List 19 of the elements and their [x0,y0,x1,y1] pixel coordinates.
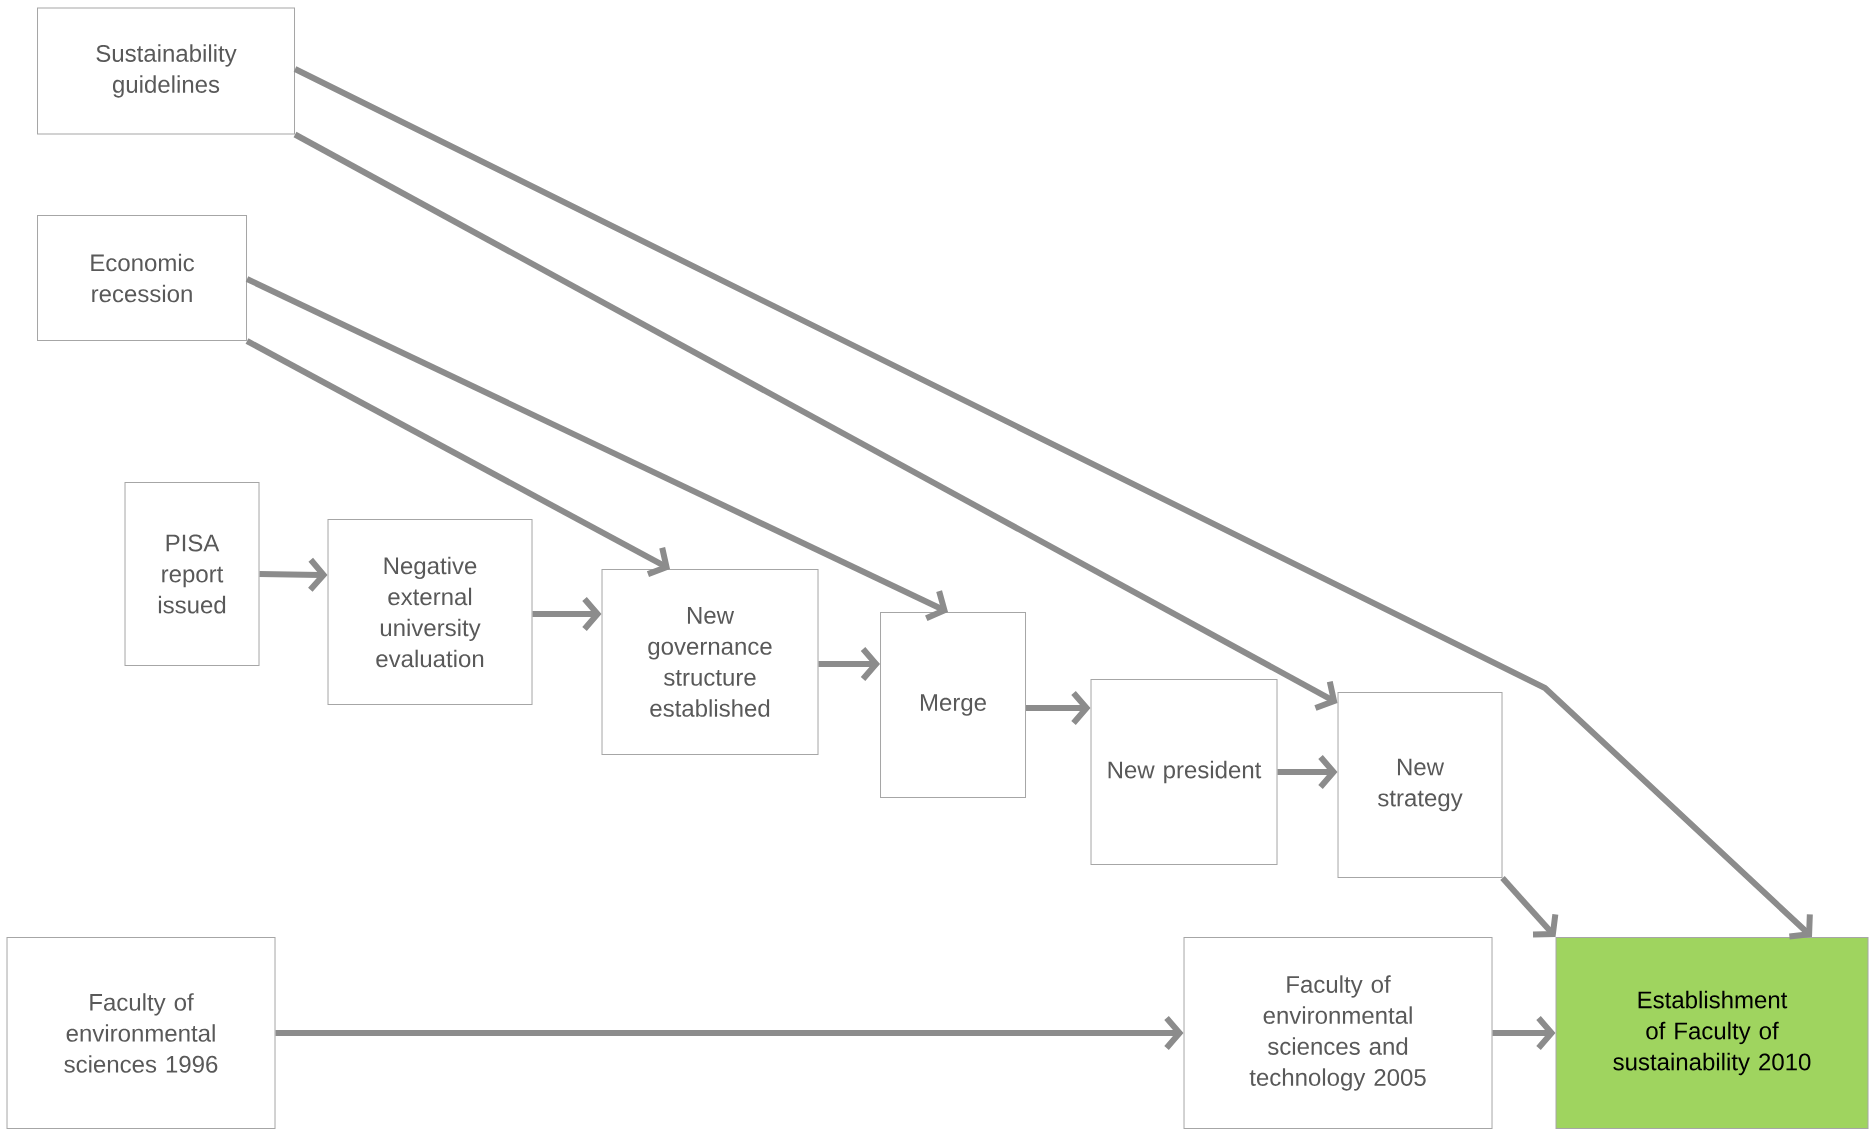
event-box: New strategy [1337,692,1503,878]
event-box: Merge [880,612,1026,798]
event-box: Faculty of environmental sciences and technology 2005 [1183,937,1493,1129]
arrow [293,131,1338,711]
arrow [293,66,1813,940]
event-box: New president [1090,679,1278,865]
arrow [275,1016,1184,1050]
arrow [245,338,670,577]
arrow [1500,876,1559,938]
event-box: Faculty of environmental sciences 1996 [6,937,276,1129]
outcome-box: Establishment of Faculty of sustainability 2010 [1555,937,1869,1129]
event-box: Economic recession [37,215,247,341]
event-box: PISA report issued [124,482,260,666]
arrow [259,557,328,592]
event-box: Negative external university evaluation [327,519,533,705]
event-box: Sustainability guidelines [37,7,295,135]
event-box: New governance structure established [601,569,819,755]
arrow [245,276,948,621]
arrow [532,597,602,631]
